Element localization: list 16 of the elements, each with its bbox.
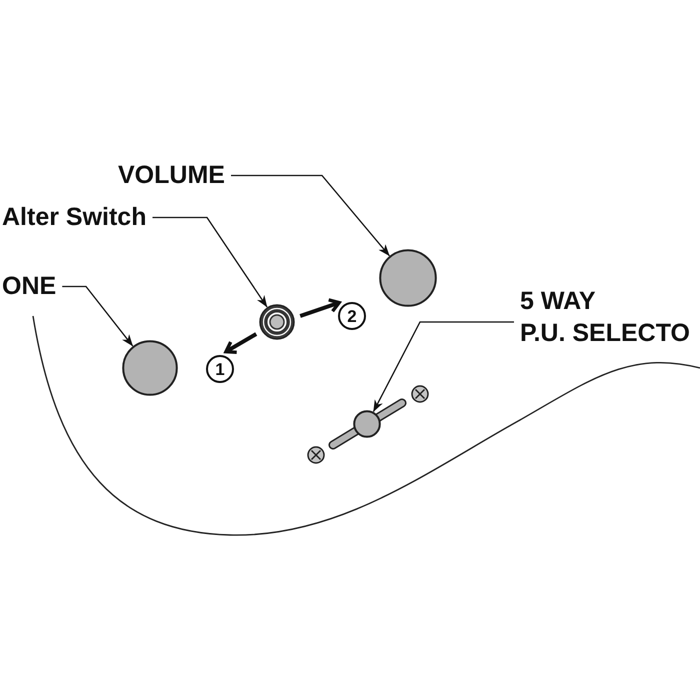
callout-number: 1 xyxy=(206,355,234,383)
part-label: ONE xyxy=(2,274,56,299)
callout-number: 2 xyxy=(338,302,366,330)
leader-line xyxy=(152,216,268,308)
toggle-switch xyxy=(259,304,295,340)
control-knob xyxy=(122,340,178,396)
control-knob xyxy=(379,249,437,307)
leader-line xyxy=(372,321,514,412)
part-label: 5 WAY P.U. SELECTO xyxy=(520,285,690,349)
selector-knob xyxy=(353,410,381,438)
arrow xyxy=(224,332,258,354)
part-label: Alter Switch xyxy=(2,205,146,230)
arrow xyxy=(300,298,341,318)
leader-line xyxy=(231,174,390,256)
part-label: VOLUME xyxy=(118,163,225,188)
leader-line xyxy=(62,286,134,346)
